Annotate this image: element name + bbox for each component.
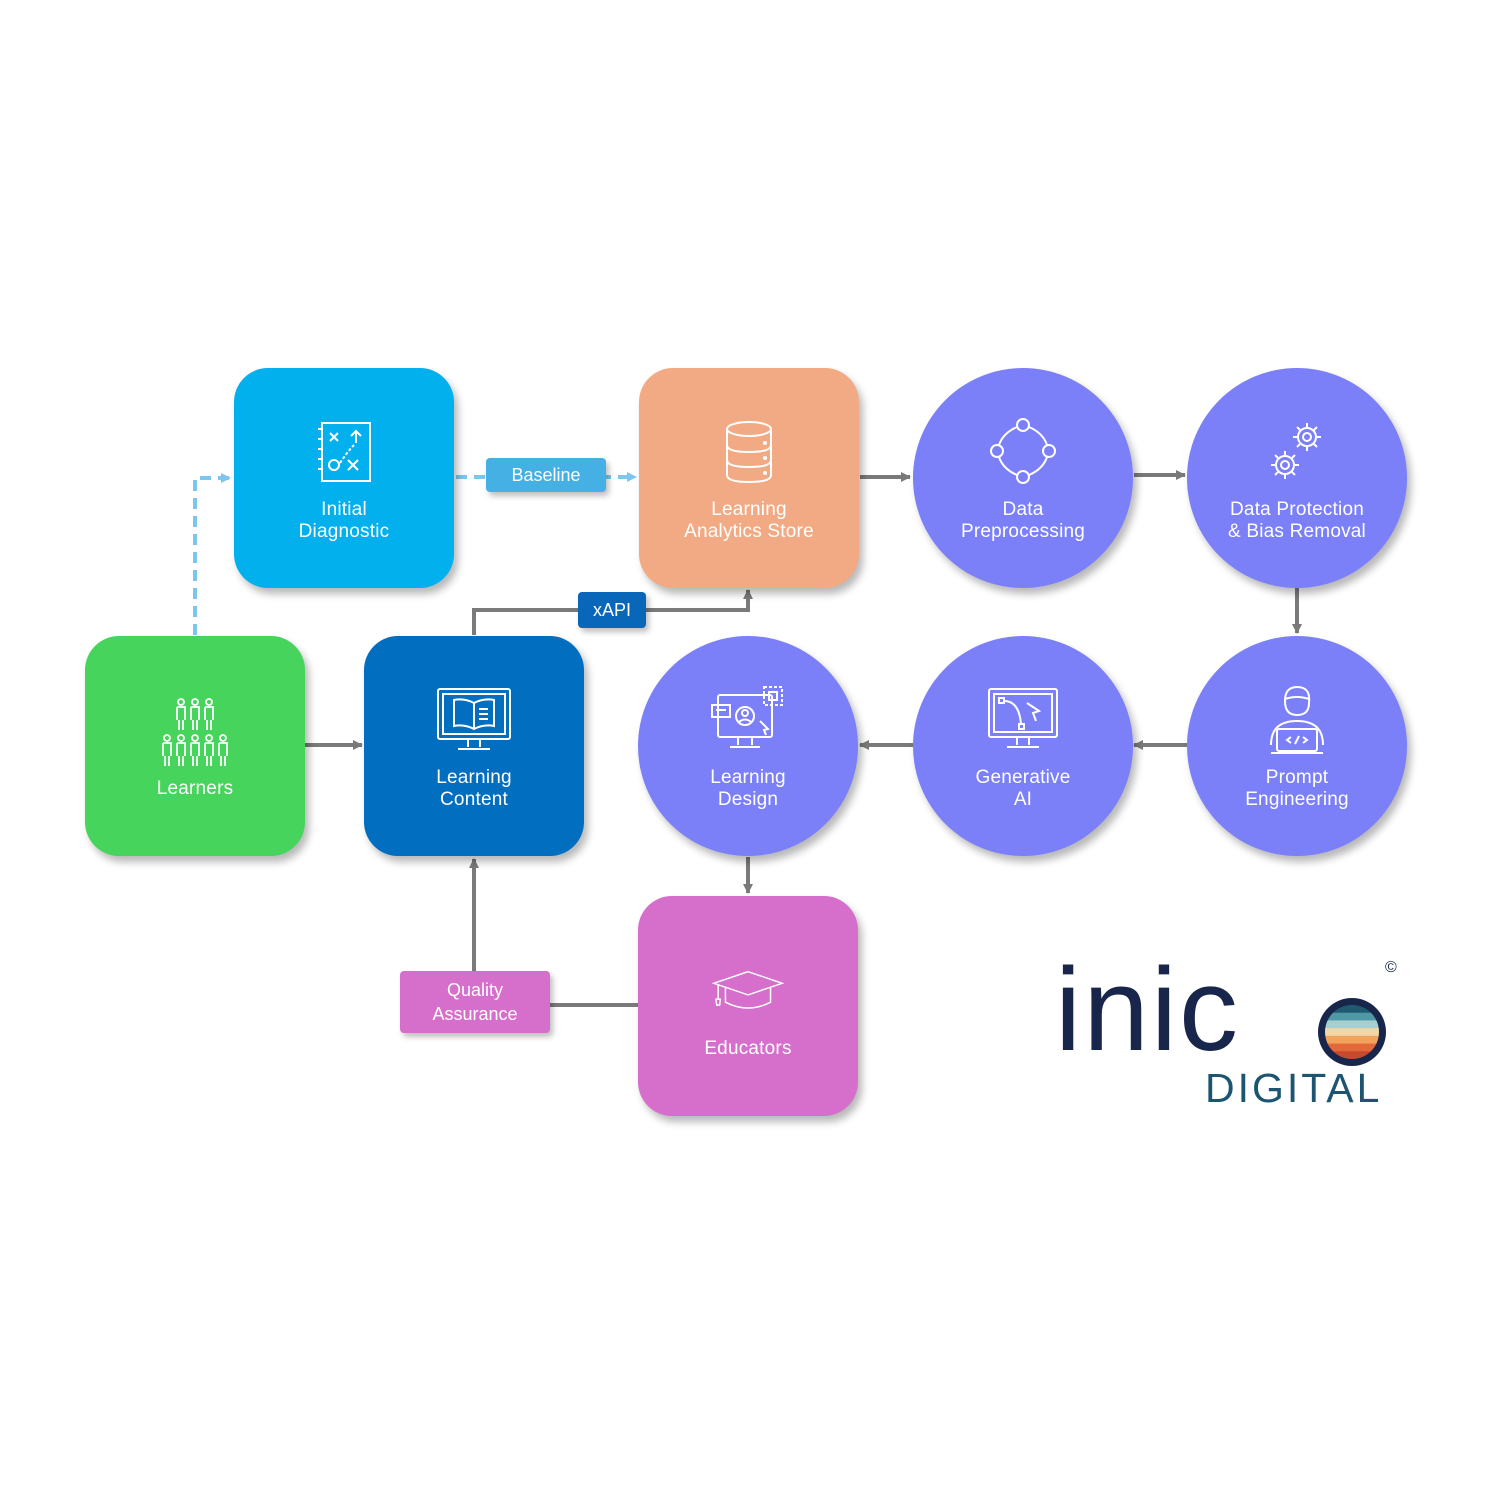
connector-learners-to-diagnostic bbox=[193, 473, 231, 635]
node-learners[interactable]: Learners bbox=[85, 636, 305, 856]
logo-stripe bbox=[1325, 1035, 1379, 1045]
node-educators[interactable]: Educators bbox=[638, 896, 858, 1116]
strategy-board-icon bbox=[304, 413, 384, 493]
tag-baseline: Baseline bbox=[486, 458, 606, 492]
logo-stripe bbox=[1325, 1043, 1379, 1052]
logo-striped-circle-icon bbox=[1318, 998, 1386, 1066]
node-label: Educators bbox=[704, 1038, 792, 1059]
node-label: Data Protection & Bias Removal bbox=[1228, 499, 1366, 542]
design-screen-icon bbox=[708, 681, 788, 761]
tag-xapi: xAPI bbox=[578, 592, 646, 628]
logo-stripe bbox=[1325, 1020, 1379, 1029]
node-generative-ai[interactable]: Generative AI bbox=[913, 636, 1133, 856]
node-label: Data Preprocessing bbox=[960, 499, 1086, 542]
people-group-icon bbox=[155, 692, 235, 772]
node-learning-content[interactable]: Learning Content bbox=[364, 636, 584, 856]
logo-subtitle: DIGITAL bbox=[1205, 1065, 1383, 1111]
node-initial-diagnostic[interactable]: Initial Diagnostic bbox=[234, 368, 454, 588]
node-label: Learning Analytics Store bbox=[684, 499, 814, 542]
node-label: Prompt Engineering bbox=[1245, 767, 1349, 810]
coder-person-icon bbox=[1257, 681, 1337, 761]
node-label: Initial Diagnostic bbox=[298, 499, 390, 542]
logo-stripe bbox=[1325, 1005, 1379, 1014]
brand-logo: inic © DIGITAL bbox=[1055, 945, 1415, 1115]
logo-word-text: inic bbox=[1055, 944, 1241, 1076]
logo-stripe bbox=[1325, 1051, 1379, 1059]
node-label: Learning Design bbox=[710, 767, 786, 810]
tag-quality-assurance: Quality Assurance bbox=[400, 971, 550, 1033]
logo-wordmark: inic bbox=[1055, 945, 1240, 1075]
node-data-protection[interactable]: Data Protection & Bias Removal bbox=[1187, 368, 1407, 588]
logo-stripe bbox=[1325, 1028, 1379, 1037]
database-icon bbox=[709, 413, 789, 493]
graduation-cap-icon bbox=[708, 952, 788, 1032]
node-data-preprocessing[interactable]: Data Preprocessing bbox=[913, 368, 1133, 588]
monitor-book-icon bbox=[434, 681, 514, 761]
node-label: Learners bbox=[156, 778, 234, 799]
node-learning-analytics-store[interactable]: Learning Analytics Store bbox=[639, 368, 859, 588]
node-label: Learning Content bbox=[436, 767, 512, 810]
node-learning-design[interactable]: Learning Design bbox=[638, 636, 858, 856]
logo-copyright: © bbox=[1385, 959, 1397, 976]
node-label: Generative AI bbox=[975, 767, 1071, 810]
logo-stripe bbox=[1325, 1012, 1379, 1021]
vector-pen-monitor-icon bbox=[983, 681, 1063, 761]
gears-icon bbox=[1257, 413, 1337, 493]
node-prompt-engineering[interactable]: Prompt Engineering bbox=[1187, 636, 1407, 856]
nodes-cycle-icon bbox=[983, 413, 1063, 493]
